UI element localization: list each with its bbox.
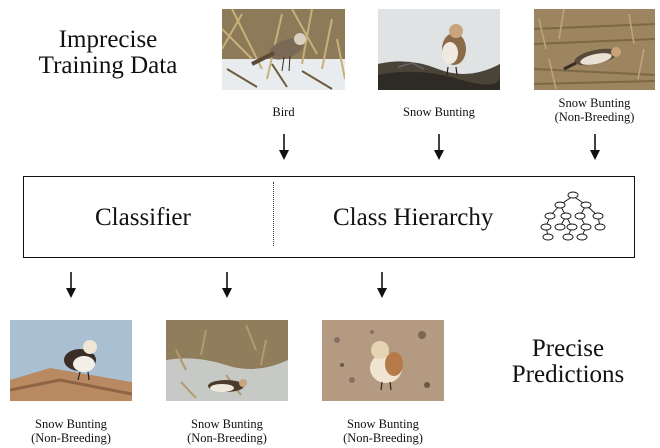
training-caption-3: Snow Bunting (Non-Breeding) [524,96,660,124]
model-divider [273,182,274,246]
caption-line: Snow Bunting [35,417,107,431]
caption-line: (Non-Breeding) [343,431,423,445]
arrow-down-icon [222,272,232,298]
prediction-image-2 [166,320,288,401]
training-caption-2: Snow Bunting [378,105,500,119]
caption-line: (Non-Breeding) [187,431,267,445]
training-image-bird [222,9,345,90]
prediction-caption-2: Snow Bunting (Non-Breeding) [156,417,298,445]
caption-line: Snow Bunting [347,417,419,431]
caption-line: Bird [272,105,295,119]
training-title-line1: Imprecise [58,26,158,53]
training-caption-1: Bird [222,105,345,119]
arrow-down-icon [377,272,387,298]
training-title: Imprecise Training Data [28,27,188,79]
training-image-snow-bunting [378,9,500,90]
arrow-down-icon [279,134,289,160]
training-title-line2: Training Data [38,52,178,79]
tree-graph-icon [540,191,606,241]
arrow-down-icon [66,272,76,298]
predictions-title-line2: Predictions [511,361,625,388]
caption-line: Snow Bunting [403,105,475,119]
prediction-caption-3: Snow Bunting (Non-Breeding) [312,417,454,445]
training-image-snow-bunting-non-breeding [534,9,655,90]
caption-line: (Non-Breeding) [554,110,635,124]
prediction-image-3 [322,320,444,401]
caption-line: (Non-Breeding) [31,431,111,445]
caption-line: Snow Bunting [558,96,631,110]
model-box [23,176,635,258]
classifier-label: Classifier [95,204,191,231]
predictions-title-line1: Precise [531,335,605,362]
class-hierarchy-label: Class Hierarchy [333,204,494,231]
arrow-down-icon [434,134,444,160]
arrow-down-icon [590,134,600,160]
prediction-caption-1: Snow Bunting (Non-Breeding) [0,417,142,445]
predictions-title: Precise Predictions [488,336,648,388]
caption-line: Snow Bunting [191,417,263,431]
prediction-image-1 [10,320,132,401]
